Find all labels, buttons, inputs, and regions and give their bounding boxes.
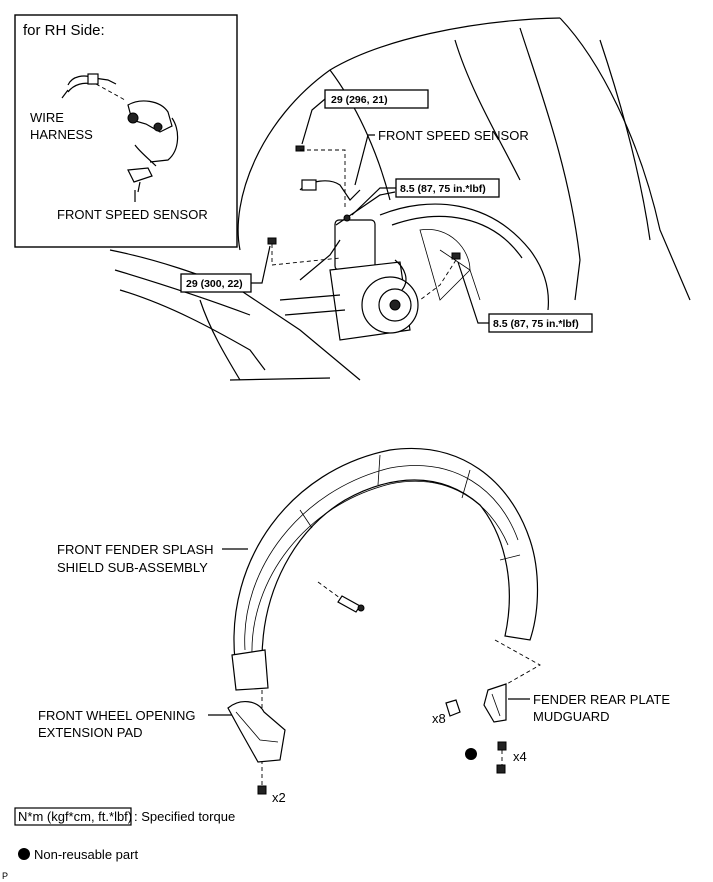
torque-callout-2: 8.5 (87, 75 in.*lbf) (351, 178, 500, 216)
inset-wire-harness-label-1: WIRE (30, 110, 64, 125)
inset-sensor-drawing (67, 73, 179, 193)
mudguard-drawing (445, 683, 507, 774)
torque-value-2: 8.5 (87, 75 in.*lbf) (400, 183, 486, 195)
inset-leader-wire (61, 89, 69, 99)
front-speed-sensor-label: FRONT SPEED SENSOR (378, 128, 529, 143)
legend: N*m (kgf*cm, ft.*lbf) : Specified torque… (14, 807, 235, 862)
torque-callout-1: 29 (296, 21) (301, 89, 429, 145)
inset-title: for RH Side: (23, 22, 105, 39)
splash-shield-label-1: FRONT FENDER SPLASH (57, 542, 214, 557)
rh-side-inset: for RH Side: WIRE HARNESS FRONT SPEED SE… (14, 14, 238, 248)
torque-value-4: 8.5 (87, 75 in.*lbf) (493, 318, 579, 330)
qty-x4: x4 (513, 749, 527, 764)
inset-frame (14, 14, 238, 248)
inset-wire-harness-label-2: HARNESS (30, 127, 93, 142)
mudguard-label-1: FENDER REAR PLATE (533, 692, 670, 707)
non-reusable-marker (465, 748, 477, 760)
qty-x8: x8 (432, 711, 446, 726)
splash-shield-callout: FRONT FENDER SPLASH SHIELD SUB-ASSEMBLY (57, 542, 248, 575)
extension-pad-drawing (227, 701, 286, 795)
qty-x2: x2 (272, 790, 286, 805)
mudguard-label-2: MUDGUARD (533, 709, 610, 724)
splash-shield-drawing (231, 447, 541, 790)
torque-callout-4: 8.5 (87, 75 in.*lbf) (457, 261, 593, 333)
mudguard-callout: FENDER REAR PLATE MUDGUARD x8 x4 (432, 692, 670, 764)
front-speed-sensor-callout: FRONT SPEED SENSOR (354, 128, 529, 186)
inset-sensor-label: FRONT SPEED SENSOR (57, 207, 208, 222)
extension-pad-callout: FRONT WHEEL OPENING EXTENSION PAD x2 (38, 708, 286, 805)
torque-value-3: 29 (300, 22) (186, 278, 243, 290)
extension-pad-label-1: FRONT WHEEL OPENING (38, 708, 195, 723)
non-reusable-legend-icon (18, 848, 30, 860)
torque-legend-units: N*m (kgf*cm, ft.*lbf) (18, 809, 132, 824)
non-reusable-legend-text: Non-reusable part (34, 847, 138, 862)
extension-pad-label-2: EXTENSION PAD (38, 725, 143, 740)
splash-shield-label-2: SHIELD SUB-ASSEMBLY (57, 560, 208, 575)
torque-callout-3: 29 (300, 22) (180, 245, 271, 293)
torque-legend-text: : Specified torque (134, 809, 235, 824)
vehicle-body-drawing (109, 17, 691, 381)
torque-value-1: 29 (296, 21) (331, 94, 388, 106)
footer-code: P (2, 871, 8, 881)
torque-legend-box (14, 807, 132, 826)
